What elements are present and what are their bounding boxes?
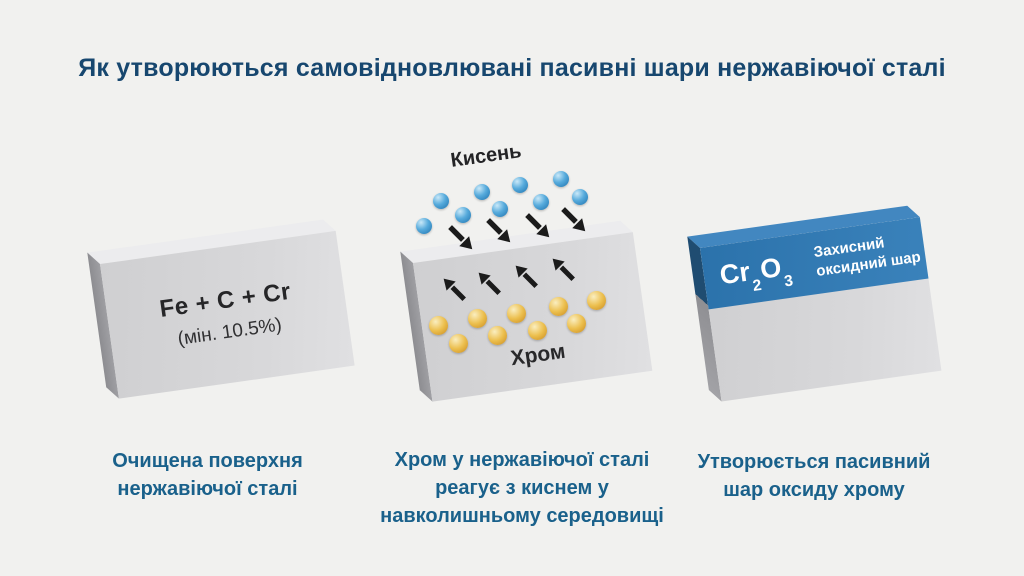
oxygen-label: Кисень [449, 140, 523, 172]
chromium-dot-icon [507, 304, 526, 323]
oxygen-dot-icon [553, 171, 569, 187]
oxygen-arrow-icon [561, 207, 586, 232]
chromium-dot-icon [587, 291, 606, 310]
chromium-dot-icon [468, 309, 487, 328]
oxygen-dot-icon [492, 201, 508, 217]
caption-line: Очищена поверхня [112, 450, 303, 472]
chromium-arrow-icon [515, 265, 538, 288]
caption-step-1: Очищена поверхня нержавіючої сталі [80, 447, 335, 503]
steel-block-reacting: Хром [400, 220, 653, 402]
chromium-dot-icon [549, 297, 568, 316]
formula-subscript-3: 3 [783, 272, 795, 291]
caption-line: Хром у нержавіючої сталі [394, 449, 650, 471]
oxygen-dot-icon [455, 207, 471, 223]
chromium-dot-icon [567, 314, 586, 333]
chromium-dot-icon [449, 334, 468, 353]
oxygen-dot-icon [512, 177, 528, 193]
chromium-dot-icon [488, 326, 507, 345]
caption-line: нержавіючої сталі [117, 478, 298, 500]
steel-block-clean: Fe + C + Cr (мін. 10.5%) [87, 219, 355, 399]
oxygen-arrow-icon [525, 213, 550, 238]
caption-step-2: Хром у нержавіючої сталі реагує з киснем… [372, 446, 672, 530]
page-title: Як утворюються самовідновлювані пасивні … [78, 54, 946, 82]
oxygen-dot-icon [416, 218, 432, 234]
chromium-arrow-icon [552, 258, 575, 281]
chromium-dot-icon [528, 321, 547, 340]
oxygen-dot-icon [474, 184, 490, 200]
oxygen-arrow-icon [448, 225, 473, 250]
oxygen-arrow-icon [486, 218, 511, 243]
oxygen-dot-icon [533, 194, 549, 210]
oxygen-dot-icon [433, 193, 449, 209]
chromium-dot-icon [429, 316, 448, 335]
formula-element-cr: Cr [717, 256, 752, 291]
chromium-arrow-icon [443, 278, 466, 301]
steel-block-oxide: Cr2O3 Захисний оксидний шар [687, 205, 942, 402]
oxygen-dot-icon [572, 189, 588, 205]
formula-element-o: O [758, 252, 784, 285]
formula-subscript-2: 2 [751, 277, 763, 296]
caption-line: реагує з киснем у [435, 477, 609, 499]
caption-line: Утворюється пасивний [697, 451, 931, 473]
caption-line: навколишньому середовищі [380, 505, 664, 527]
caption-step-3: Утворюється пасивний шар оксиду хрому [686, 448, 942, 504]
caption-line: шар оксиду хрому [723, 479, 905, 501]
chromium-arrow-icon [478, 272, 501, 295]
